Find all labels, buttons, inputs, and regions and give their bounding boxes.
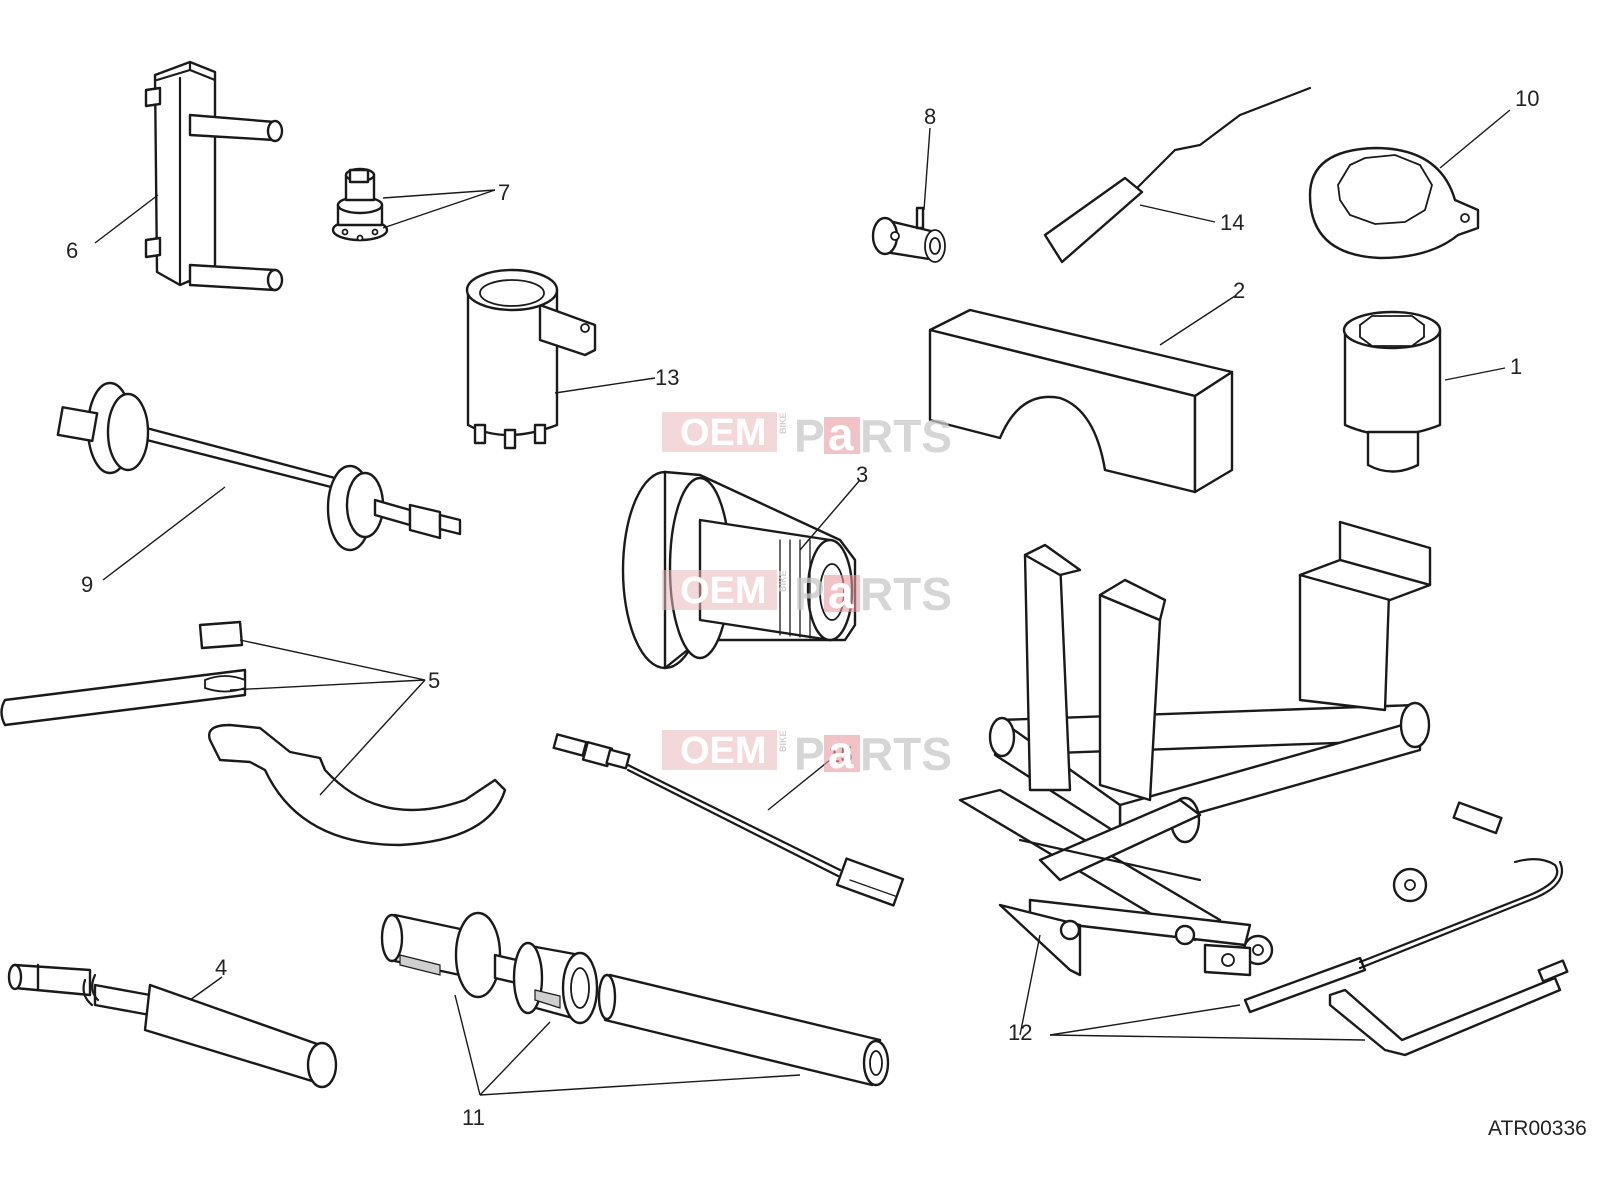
part-4-extension-bar bbox=[7, 963, 338, 1089]
watermark-a-letter: a bbox=[828, 566, 854, 618]
callout-11: 11 bbox=[462, 1105, 485, 1130]
callout-3: 3 bbox=[856, 462, 868, 487]
callout-12: 12 bbox=[1008, 1020, 1032, 1045]
callout-2: 2 bbox=[1233, 278, 1245, 303]
watermark-bike-text: BIKE bbox=[778, 570, 788, 592]
watermark-oem-text: OEM bbox=[680, 412, 767, 454]
watermark-rts-text: RTS bbox=[860, 728, 952, 780]
part-2-crescent-block bbox=[928, 308, 1234, 494]
callout-10: 10 bbox=[1515, 86, 1539, 111]
callout-14: 14 bbox=[1220, 210, 1244, 235]
part-1-socket bbox=[1342, 310, 1442, 473]
callout-9: 9 bbox=[81, 572, 93, 597]
callout-4: 4 bbox=[215, 955, 227, 980]
part-8-bushing bbox=[871, 206, 946, 263]
watermark-p-letter: P bbox=[794, 410, 825, 462]
part-13-socket-arm bbox=[465, 268, 597, 450]
watermark-oem-text: OEM bbox=[680, 570, 767, 612]
callout-6: 6 bbox=[66, 238, 78, 263]
callout-13: 13 bbox=[655, 365, 679, 390]
watermark-bike-text: BIKE bbox=[778, 412, 788, 434]
watermark-a-letter: a bbox=[828, 408, 854, 460]
watermark-3: OEM BIKE P a RTS bbox=[662, 726, 952, 780]
part-12-stand-jack bbox=[958, 520, 1569, 1057]
watermark-a-letter: a bbox=[828, 726, 854, 778]
callout-1: 1 bbox=[1510, 354, 1522, 379]
callout-5: 5 bbox=[428, 668, 440, 693]
callout-7: 7 bbox=[498, 180, 510, 205]
part-5-spanner-set bbox=[0, 620, 507, 847]
part-9-puller-bar bbox=[56, 381, 462, 552]
part-14-probe bbox=[1043, 86, 1312, 264]
part-11-installer-set bbox=[380, 911, 890, 1087]
watermark-bike-text: BIKE bbox=[778, 730, 788, 752]
part-10-ring-spanner bbox=[1308, 146, 1480, 260]
watermark-p-letter: P bbox=[794, 728, 825, 780]
drawing-reference-code: ATR00336 bbox=[1488, 1117, 1587, 1140]
watermark-rts-text: RTS bbox=[860, 568, 952, 620]
watermark-rts-text: RTS bbox=[860, 410, 952, 462]
watermark-p-letter: P bbox=[794, 568, 825, 620]
callout-8: 8 bbox=[924, 104, 936, 129]
leader-lines bbox=[94, 109, 1511, 1096]
watermark-2: OEM BIKE P a RTS bbox=[662, 566, 952, 620]
part-15-cable bbox=[552, 733, 905, 907]
watermark-oem-text: OEM bbox=[680, 730, 767, 772]
part-6-pin-plate bbox=[144, 60, 284, 292]
part-7-adapter bbox=[331, 167, 389, 242]
watermark-1: OEM BIKE P a RTS bbox=[662, 408, 952, 462]
